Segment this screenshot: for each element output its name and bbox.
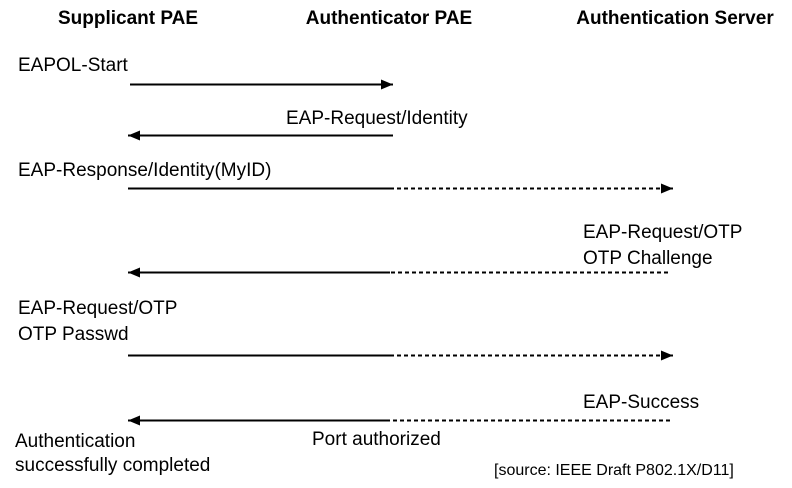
annotation-authentication-completed: Authentication successfully completed [15, 431, 211, 476]
message-label-eapol-start: EAPOL-Start [18, 55, 128, 76]
column-header-authenticator-pae: Authenticator PAE [305, 8, 473, 29]
message-label-eap-request-identity: EAP-Request/Identity [286, 108, 468, 129]
message-label-eap-response-identity: EAP-Response/Identity(MyID) [18, 160, 272, 181]
message-label-eap-success: EAP-Success [583, 392, 700, 413]
message-label-eap-request-otp-challenge: EAP-Request/OTP OTP Challenge [583, 222, 743, 269]
source-citation: [source: IEEE Draft P802.1X/D11] [494, 462, 734, 479]
annotation-port-authorized: Port authorized [312, 429, 441, 450]
message-label-eap-request-otp-passwd: EAP-Request/OTP OTP Passwd [18, 298, 178, 345]
column-header-authentication-server: Authentication Server [576, 8, 774, 29]
column-header-supplicant-pae: Supplicant PAE [57, 8, 199, 29]
